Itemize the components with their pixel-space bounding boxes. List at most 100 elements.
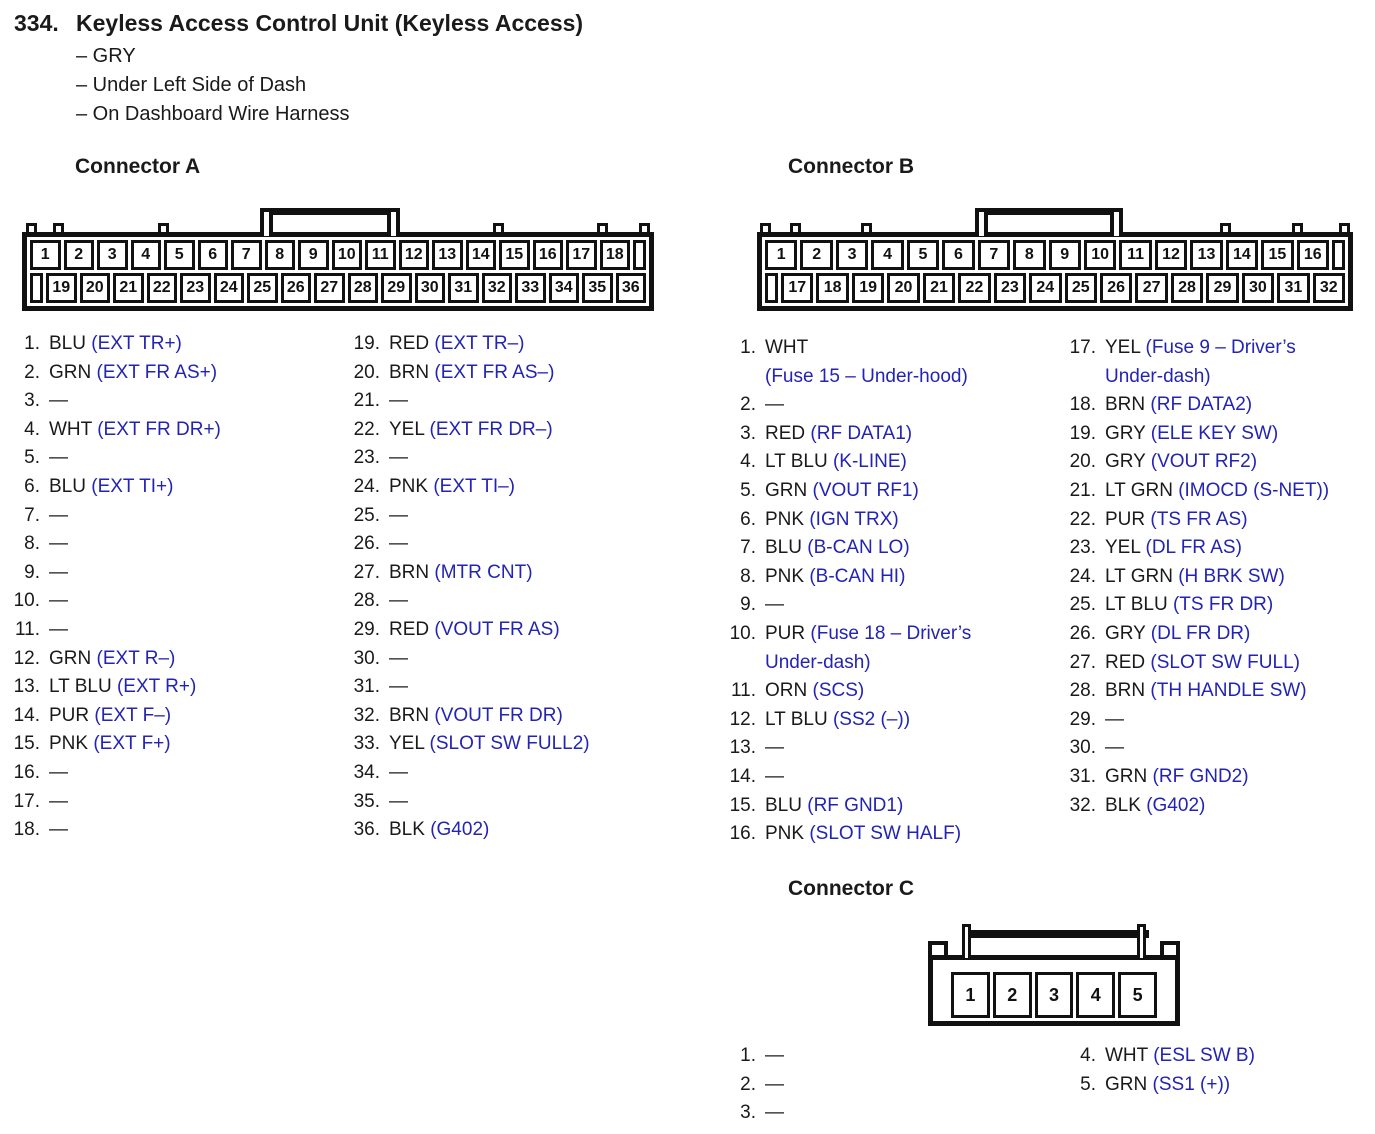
pin-row: 7.BLU (B-CAN LO) (722, 534, 1042, 563)
pin-row: 4.WHT (EXT FR DR+) (6, 416, 338, 445)
pin-text: — (49, 559, 338, 588)
pin-row: 3.RED (RF DATA1) (722, 420, 1042, 449)
pin-number: 8. (740, 565, 756, 587)
pin-number: 15. (13, 733, 40, 755)
signal-name: (TH HANDLE SW) (1150, 680, 1307, 702)
pin-number: 34. (353, 761, 380, 783)
wire-color: PNK (389, 475, 429, 497)
pin-text: — (389, 502, 678, 531)
pin-cell: 8 (264, 240, 295, 270)
pin-cell: 15 (1261, 240, 1294, 270)
pin-number: 23. (353, 447, 380, 469)
mount-bump (760, 223, 771, 232)
signal-name: (VOUT RF1) (812, 479, 919, 501)
pin-cell: 31 (448, 273, 479, 303)
latch-bar (962, 930, 1149, 938)
pin-cell: 20 (887, 273, 920, 303)
wire-color: RED (1105, 651, 1146, 673)
wire-color: PNK (49, 733, 89, 755)
pin-cell: 28 (347, 273, 378, 303)
pin-text: — (49, 444, 338, 473)
pin-number: 6. (24, 475, 40, 497)
pin-cell: 19 (851, 273, 885, 303)
pin-cell: 2 (800, 240, 833, 270)
pin-row: 23.— (346, 444, 678, 473)
pin-number: 20. (353, 361, 380, 383)
signal-name: (VOUT RF2) (1150, 451, 1258, 473)
signal-name: (SCS) (812, 680, 865, 702)
pin-cell: 21 (113, 273, 144, 303)
mount-bump (861, 223, 872, 232)
connector-a-heading: Connector A (75, 155, 201, 178)
signal-name: (EXT TI–) (433, 475, 516, 497)
wire-color: — (49, 790, 68, 812)
pin-cell: 27 (314, 273, 345, 303)
pin-cell: 16 (1296, 240, 1329, 270)
pin-row: 32.BLK (G402) (1062, 792, 1375, 821)
wire-color: — (389, 504, 408, 526)
mount-bump (53, 223, 64, 232)
pin-number: 30. (1069, 737, 1096, 759)
pin-text: YEL (EXT FR DR–) (389, 416, 678, 445)
wire-color: GRY (1105, 422, 1146, 444)
wire-color: — (389, 761, 408, 783)
pin-number: 1. (24, 333, 40, 354)
signal-name: (SS1 (+)) (1152, 1073, 1231, 1095)
pin-number: 31. (353, 676, 380, 698)
pin-cell: 1 (765, 240, 798, 270)
pin-row: 27.RED (SLOT SW FULL) (1062, 649, 1375, 678)
wire-color: BRN (389, 361, 430, 383)
pin-number: 21. (353, 390, 380, 412)
wire-color: BRN (389, 704, 430, 726)
pin-row: 21.— (346, 387, 678, 416)
pin-cell: 24 (213, 273, 244, 303)
pin-row: 12.LT BLU (SS2 (–)) (722, 706, 1042, 735)
pin-text: LT GRN (IMOCD (S-NET)) (1105, 477, 1375, 506)
pin-list-column: 1.BLU (EXT TR+)2.GRN (EXT FR AS+)3.—4.WH… (6, 330, 338, 845)
pin-text: — (389, 759, 678, 788)
pin-text: LT BLU (SS2 (–)) (765, 706, 1042, 735)
pin-cell: 16 (532, 240, 563, 270)
pin-row: 9.— (6, 559, 338, 588)
pin-cell: 9 (298, 240, 329, 270)
pin-cell: 6 (197, 240, 228, 270)
pin-row: 13.LT BLU (EXT R+) (6, 673, 338, 702)
pin-cell: 25 (1064, 273, 1097, 303)
pin-text: — (49, 587, 338, 616)
pin-cell: 11 (1119, 240, 1152, 270)
pin-number: 25. (1069, 594, 1096, 616)
wire-color: WHT (765, 337, 809, 358)
pin-row: 12.GRN (EXT R–) (6, 645, 338, 674)
pin-number: 5. (24, 447, 40, 469)
pin-number: 8. (24, 533, 40, 555)
pin-row: 28.BRN (TH HANDLE SW) (1062, 677, 1375, 706)
pin-row: 31.GRN (RF GND2) (1062, 763, 1375, 792)
pin-row: 19.RED (EXT TR–) (346, 330, 678, 359)
pin-text: — (49, 816, 338, 845)
pin-text: BRN (MTR CNT) (389, 559, 678, 588)
pin-cell: 34 (548, 273, 579, 303)
pin-cell: 32 (1312, 273, 1345, 303)
pin-cell: 17 (781, 273, 814, 303)
pin-text: — (389, 788, 678, 817)
pin-number: 7. (24, 504, 40, 526)
latch-post (1137, 924, 1146, 958)
pin-text: LT GRN (H BRK SW) (1105, 563, 1375, 592)
pin-text: BRN (VOUT FR DR) (389, 702, 678, 731)
pin-number: 13. (13, 676, 40, 698)
latch-post (975, 208, 988, 236)
pin-number: 32. (353, 704, 380, 726)
pin-text: — (765, 763, 1042, 792)
wire-color: WHT (1105, 1045, 1148, 1066)
pin-cell: 24 (1029, 273, 1062, 303)
pin-list-column: 4.WHT (ESL SW B)5.GRN (SS1 (+)) (1062, 1042, 1375, 1099)
signal-name: (SLOT SW FULL2) (429, 733, 590, 755)
signal-name: (SLOT SW HALF) (809, 823, 962, 845)
unit-detail-line: – Under Left Side of Dash (76, 74, 307, 96)
